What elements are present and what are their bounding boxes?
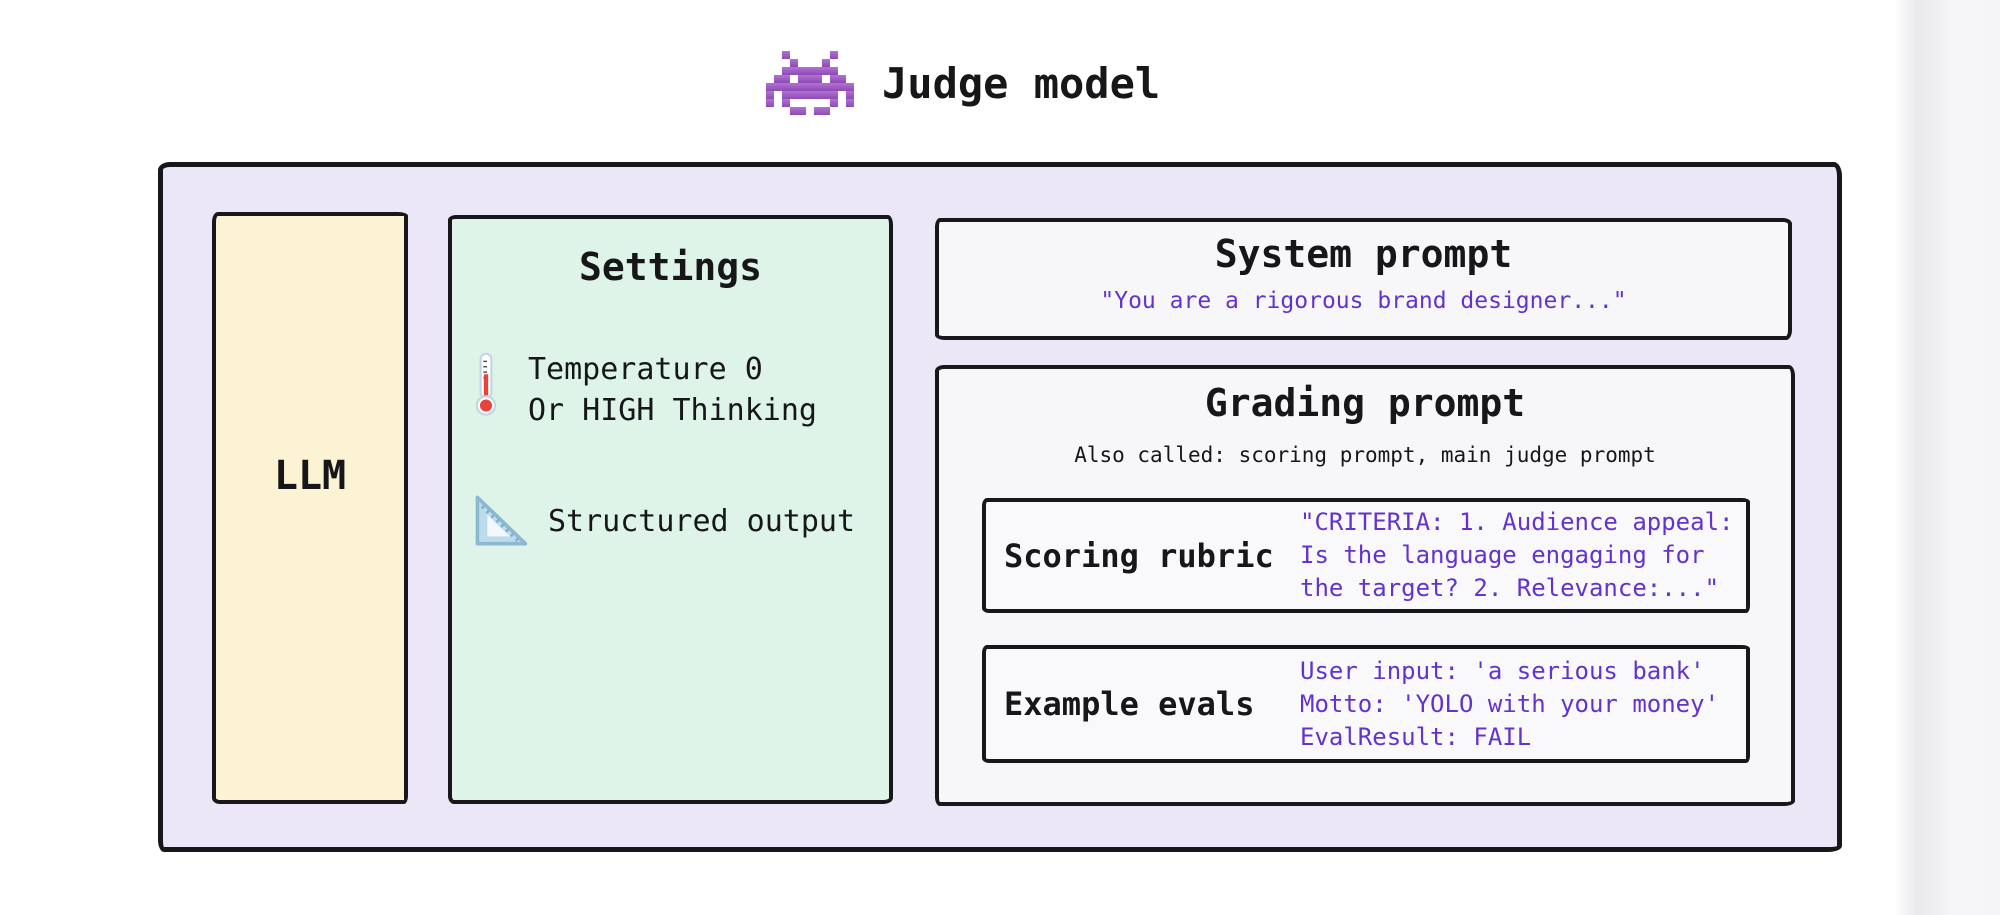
space-invader-icon — [766, 51, 854, 115]
system-prompt-title: System prompt — [1214, 232, 1513, 276]
rubric-line: EvalResult: FAIL — [1300, 722, 1532, 751]
judge-model-box: LLM Settings Temperature 0 Or HIGH — [158, 162, 1842, 852]
setting-line: Or HIGH Thinking — [528, 393, 817, 428]
diagram-title-text: Judge model — [882, 58, 1161, 108]
setting-item-temperature: Temperature 0 Or HIGH Thinking — [472, 349, 817, 431]
setting-item-structured-output: Structured output — [470, 491, 855, 551]
rubric-line: User input: 'a serious bank' — [1300, 656, 1705, 685]
grading-prompt-subtitle: Also called: scoring prompt, main judge … — [1074, 443, 1656, 467]
grading-prompt-title: Grading prompt — [1204, 381, 1526, 425]
settings-title: Settings — [578, 245, 763, 289]
rubric-line: Motto: 'YOLO with your money' — [1300, 689, 1720, 718]
scoring-rubric-text: "CRITERIA: 1. Audience appeal: Is the la… — [1300, 506, 1733, 605]
system-prompt-box: System prompt "You are a rigorous brand … — [935, 218, 1792, 340]
rubric-line: Is the language engaging for — [1300, 541, 1705, 569]
scoring-rubric-label: Scoring rubric — [1004, 536, 1274, 575]
grading-prompt-box: Grading prompt Also called: scoring prom… — [935, 365, 1795, 806]
scoring-rubric-box: Scoring rubric "CRITERIA: 1. Audience ap… — [982, 498, 1750, 613]
rubric-line: "CRITERIA: 1. Audience appeal: — [1300, 508, 1734, 536]
setting-line: Temperature 0 — [528, 352, 763, 387]
setting-item-temperature-text: Temperature 0 Or HIGH Thinking — [528, 349, 817, 431]
diagram-title: Judge model — [766, 44, 1160, 122]
thermometer-icon — [475, 352, 497, 416]
example-evals-text: User input: 'a serious bank' Motto: 'YOL… — [1300, 655, 1719, 754]
system-prompt-quote: "You are a rigorous brand designer..." — [1100, 288, 1627, 314]
settings-box: Settings Temperature 0 Or HIGH Thinking — [448, 215, 893, 804]
setting-line: Structured output — [548, 503, 856, 539]
rubric-line: the target? 2. Relevance:..." — [1300, 574, 1720, 602]
example-evals-label: Example evals — [1004, 685, 1255, 723]
page-right-edge — [1895, 0, 2000, 915]
setting-item-structured-output-text: Structured output — [548, 501, 855, 542]
llm-box: LLM — [212, 212, 408, 804]
triangle-ruler-icon — [475, 495, 528, 546]
example-evals-box: Example evals User input: 'a serious ban… — [982, 645, 1750, 763]
llm-label: LLM — [273, 453, 347, 499]
